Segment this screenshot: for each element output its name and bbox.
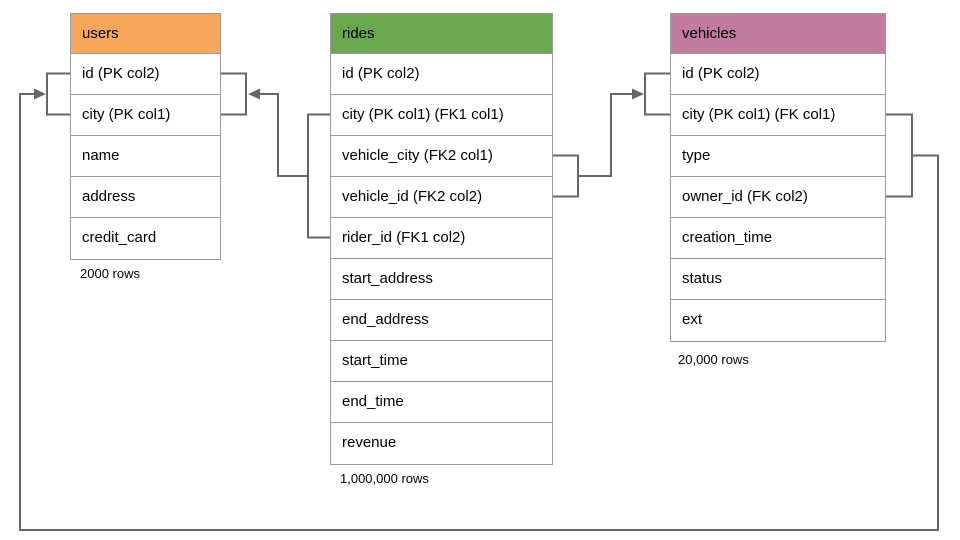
rides-column-rider-id: rider_id (FK1 col2) [331,218,552,259]
fk2-arrowhead-icon [632,88,644,100]
fk-route-line [19,93,939,531]
table-users-header: users [71,14,220,54]
users-column-credit-card: credit_card [71,218,220,259]
rides-column-start-time: start_time [331,341,552,382]
users-row-count-label: 2000 rows [80,266,140,281]
rides-fk1-bracket [307,113,330,239]
users-pk-right-bracket [221,72,247,116]
rides-column-vehicle-city: vehicle_city (FK2 col1) [331,136,552,177]
vehicles-column-id: id (PK col2) [671,54,885,95]
users-column-address: address [71,177,220,218]
table-rides-header: rides [331,14,552,54]
fk1-rides-to-users-connector [221,72,330,239]
rides-column-city: city (PK col1) (FK1 col1) [331,95,552,136]
vehicles-fk-bracket [886,113,913,198]
users-column-city: city (PK col1) [71,95,220,136]
rides-column-id: id (PK col2) [331,54,552,95]
rides-column-end-address: end_address [331,300,552,341]
rides-row-count-label: 1,000,000 rows [340,471,429,486]
rides-column-end-time: end_time [331,382,552,423]
table-vehicles-header: vehicles [671,14,885,54]
rides-column-vehicle-id: vehicle_id (FK2 col2) [331,177,552,218]
table-users: users id (PK col2) city (PK col1) name a… [70,13,221,260]
vehicles-column-ext: ext [671,300,885,341]
users-column-id: id (PK col2) [71,54,220,95]
vehicles-pk-left-bracket [644,72,670,116]
fk2-route-line [578,93,633,177]
table-rides: rides id (PK col2) city (PK col1) (FK1 c… [330,13,553,465]
vehicles-column-creation-time: creation_time [671,218,885,259]
vehicles-column-type: type [671,136,885,177]
vehicles-column-city: city (PK col1) (FK col1) [671,95,885,136]
fk1-route-line [259,93,308,177]
users-column-name: name [71,136,220,177]
rides-column-start-address: start_address [331,259,552,300]
fk-vehicles-to-users-connector [19,72,939,531]
vehicles-column-status: status [671,259,885,300]
fk2-rides-to-vehicles-connector [553,72,670,198]
vehicles-column-owner-id: owner_id (FK col2) [671,177,885,218]
rides-fk2-bracket [553,154,579,198]
table-vehicles: vehicles id (PK col2) city (PK col1) (FK… [670,13,886,342]
vehicles-row-count-label: 20,000 rows [678,352,749,367]
rides-column-revenue: revenue [331,423,552,464]
users-pk-left-bracket [46,72,70,116]
fk-arrowhead-icon [34,88,46,100]
fk1-arrowhead-icon [248,88,260,100]
